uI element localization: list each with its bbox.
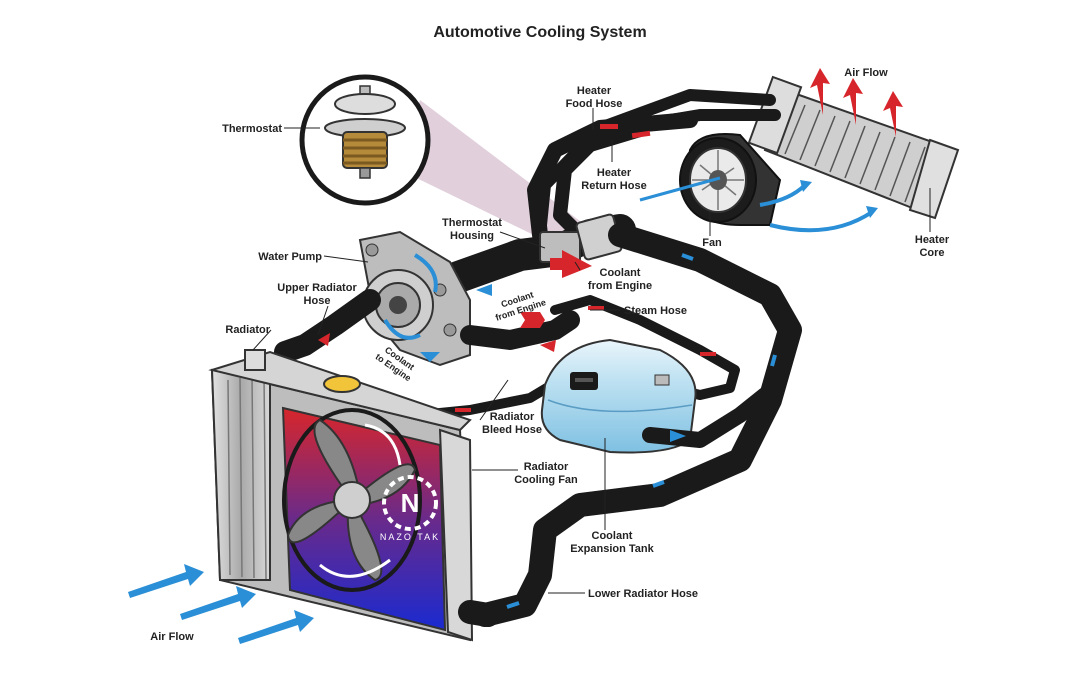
leader-lines bbox=[252, 108, 931, 594]
label-radiator-cooling-fan-2: Cooling Fan bbox=[514, 474, 578, 486]
diagram-title: Automotive Cooling System bbox=[433, 24, 647, 41]
label-fan: Fan bbox=[702, 237, 722, 249]
heater-hoses bbox=[527, 112, 698, 243]
label-radiator-bleed-hose-1: Radiator bbox=[490, 411, 535, 423]
label-coolant-from-engine-2: from Engine bbox=[588, 280, 652, 292]
label-radiator: Radiator bbox=[225, 324, 270, 336]
label-coolant-expansion-tank-2: Expansion Tank bbox=[570, 543, 654, 555]
label-water-pump: Water Pump bbox=[258, 251, 322, 263]
label-heater-core-1: Heater bbox=[915, 234, 950, 246]
fan-airflow-arrow bbox=[639, 176, 721, 202]
thermostat-icon bbox=[324, 85, 406, 179]
label-thermostat: Thermostat bbox=[222, 123, 282, 135]
label-thermostat-housing-1: Thermostat bbox=[442, 217, 502, 229]
label-air-flow-top: Air Flow bbox=[844, 67, 888, 79]
air-flow-bottom-arrows bbox=[128, 564, 314, 644]
label-heater-return-hose-2: Return Hose bbox=[581, 180, 646, 192]
label-lower-radiator-hose: Lower Radiator Hose bbox=[588, 588, 698, 600]
nazo-tak-logo: N NAZO TAK bbox=[380, 475, 440, 542]
pump-inlet-hose bbox=[460, 310, 580, 350]
label-radiator-cooling-fan-1: Radiator bbox=[524, 461, 569, 473]
heater-core bbox=[747, 75, 960, 220]
label-coolant-from-engine-1: Coolant bbox=[600, 267, 641, 279]
air-flow-top-arrows bbox=[810, 68, 903, 137]
radiator-cooling-fan bbox=[282, 408, 422, 592]
thermostat-housing bbox=[434, 213, 636, 296]
label-upper-radiator-hose-2: Hose bbox=[304, 295, 331, 307]
label-coolant-expansion-tank-1: Coolant bbox=[592, 530, 633, 542]
label-heater-food-hose-1: Heater bbox=[577, 85, 612, 97]
logo-letter: N bbox=[401, 488, 420, 518]
label-radiator-bleed-hose-2: Bleed Hose bbox=[482, 424, 542, 436]
right-return-hose bbox=[473, 223, 802, 627]
label-thermostat-housing-2: Housing bbox=[450, 230, 494, 242]
coolant-expansion-tank bbox=[540, 338, 697, 454]
logo-name: NAZO TAK bbox=[380, 532, 440, 542]
label-air-flow-bottom: Air Flow bbox=[150, 631, 194, 643]
label-steam-hose: Steam Hose bbox=[624, 305, 687, 317]
label-heater-return-hose-1: Heater bbox=[597, 167, 632, 179]
label-heater-food-hose-2: Food Hose bbox=[566, 98, 623, 110]
label-upper-radiator-hose-1: Upper Radiator bbox=[277, 282, 357, 294]
upper-radiator-hose bbox=[274, 289, 381, 363]
label-heater-core-2: Core bbox=[919, 247, 944, 259]
steam-hose bbox=[550, 295, 740, 400]
